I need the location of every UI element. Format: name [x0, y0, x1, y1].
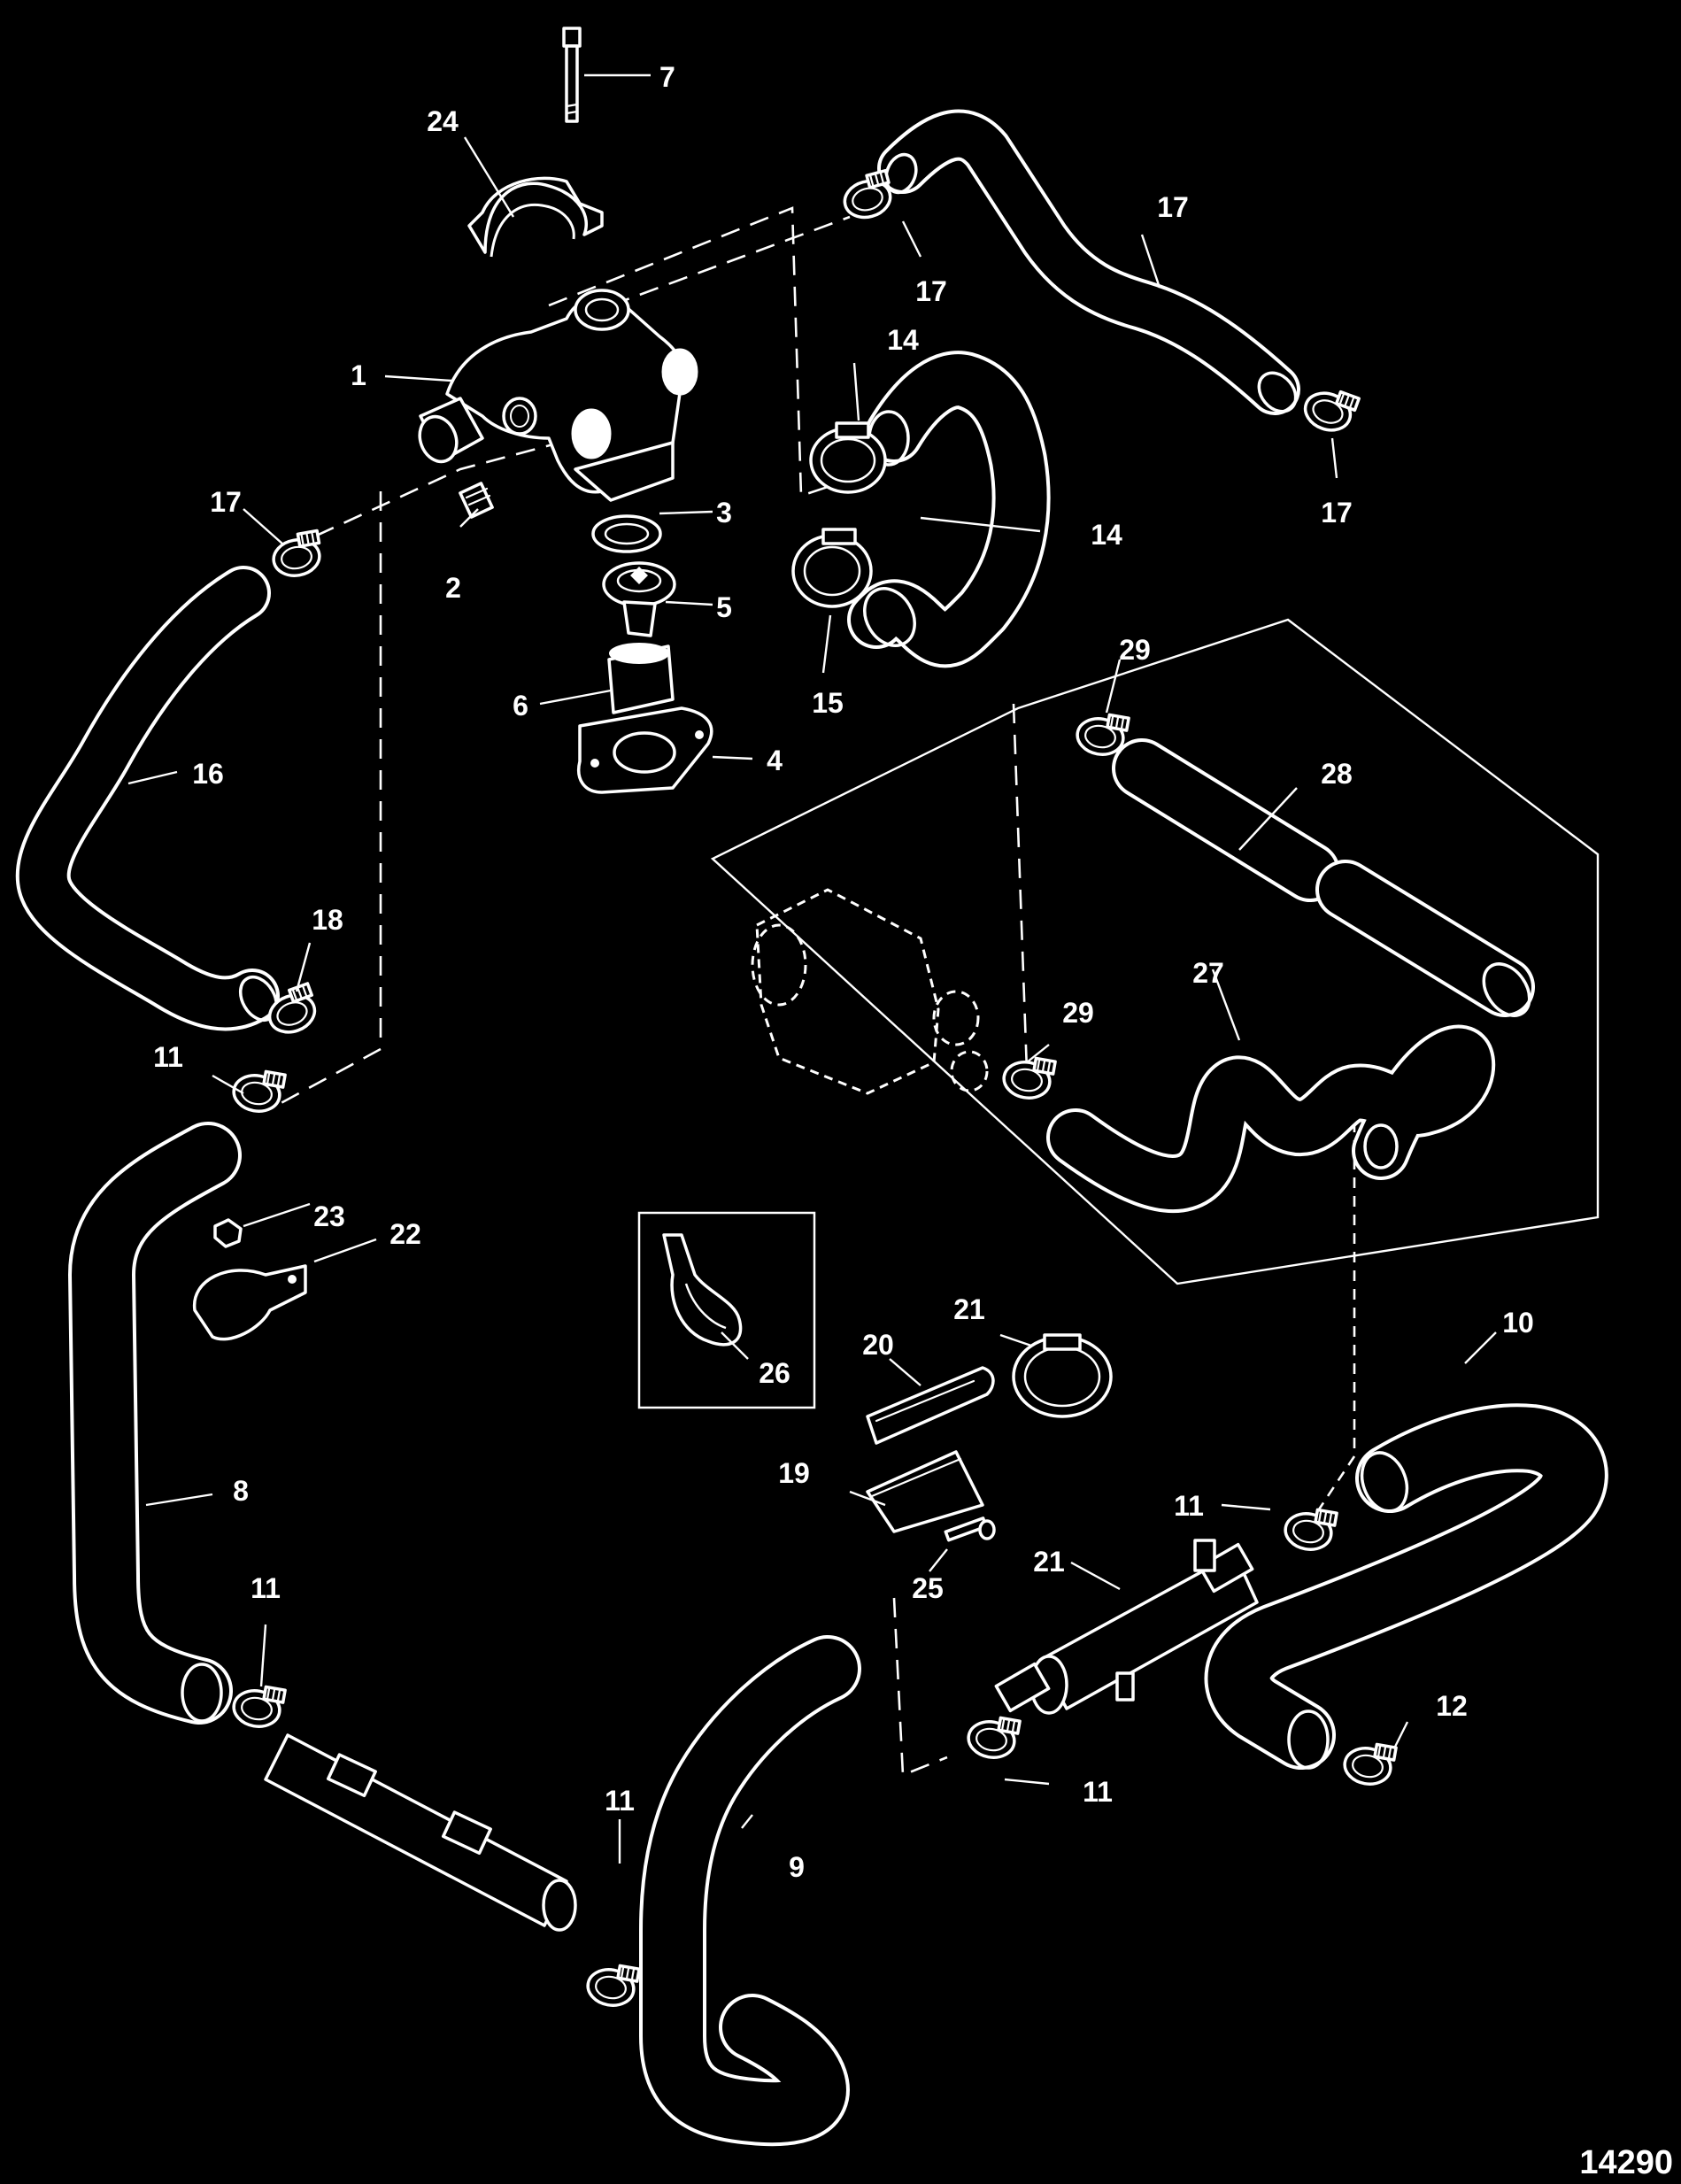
callout-1: 1	[351, 359, 366, 391]
sleeve-6	[607, 643, 675, 714]
callout-26: 25	[912, 1572, 944, 1604]
callout-11b: 11	[1174, 1490, 1204, 1522]
hose-10	[1204, 1403, 1608, 1770]
clamp-17a	[837, 168, 898, 224]
callout-18: 22	[389, 1218, 421, 1250]
assembly-dashed-lines	[274, 206, 1356, 1777]
callout-4: 4	[767, 745, 783, 776]
clamp-14b	[791, 528, 873, 608]
nut-19	[213, 1218, 243, 1248]
clamp-11e	[964, 1711, 1022, 1763]
callout-19: 23	[313, 1200, 345, 1232]
optional-cooler	[751, 888, 989, 1095]
exchanger-21	[994, 1539, 1259, 1715]
bolt-7	[562, 27, 582, 123]
pipe-lower-left	[264, 1733, 577, 1932]
hose-9	[639, 1635, 861, 2147]
callout-7: 7	[659, 61, 675, 93]
callout-24: 20	[862, 1329, 894, 1361]
callout-25: 21	[953, 1293, 985, 1325]
strap-20	[467, 176, 604, 258]
clamp-11b	[1281, 1503, 1338, 1555]
hose-13	[847, 351, 1051, 668]
callout-17a: 17	[915, 275, 947, 307]
gasket-4	[577, 706, 713, 794]
callout-17b: 17	[1321, 497, 1353, 529]
callout-17c: 17	[210, 486, 242, 518]
callout-21: 21	[1033, 1546, 1065, 1578]
callout-28: 28	[1321, 758, 1353, 790]
callout-2: 2	[445, 572, 461, 604]
callout-11c: 11	[251, 1572, 281, 1604]
clamp-17b	[1298, 380, 1361, 439]
callout-9: 9	[789, 1851, 805, 1883]
callout-16: 17	[1157, 191, 1189, 223]
callout-15: 16	[192, 758, 224, 790]
callout-22: 26	[759, 1357, 790, 1389]
callout-29a: 29	[1119, 634, 1151, 666]
hose-27	[1046, 1024, 1496, 1213]
bracket-24	[866, 1366, 995, 1445]
hoses	[15, 109, 1608, 2147]
callout-5: 5	[716, 591, 732, 623]
callout-14a: 14	[887, 324, 919, 356]
hose-8	[68, 1122, 242, 1725]
clamps	[229, 168, 1398, 2011]
screw-26	[944, 1516, 996, 1542]
clamp-17c	[268, 529, 326, 581]
seal-3	[591, 514, 662, 553]
clamp-12	[1340, 1738, 1398, 1790]
housing-1	[418, 289, 698, 502]
bracket-18	[193, 1264, 307, 1341]
clamp-11d	[583, 1959, 641, 2011]
callout-17d: 18	[312, 904, 343, 936]
clamp-14a	[809, 421, 887, 494]
callout-labels: 7 24 1 2 3 5 6 4 14 15 14 17 17 17 17 16…	[153, 61, 1673, 2181]
callout-20: 24	[427, 105, 459, 137]
hose-16	[877, 109, 1300, 415]
figure-number: 14290	[1579, 2144, 1673, 2181]
clamp-25	[1012, 1333, 1113, 1418]
leader-lines	[127, 73, 1497, 1864]
bracket-23	[866, 1450, 984, 1533]
callout-14b: 15	[812, 687, 844, 719]
callout-11d: 11	[605, 1785, 635, 1817]
callout-6: 6	[513, 690, 528, 722]
callout-11a: 11	[153, 1041, 183, 1073]
alternate-kit-outline	[710, 618, 1600, 1285]
hose-28	[1112, 738, 1535, 1017]
callout-10: 10	[1502, 1307, 1534, 1339]
callout-27: 27	[1192, 957, 1224, 989]
thermostat-housing	[418, 27, 713, 794]
callout-12: 12	[1436, 1690, 1468, 1722]
callout-29b: 29	[1062, 997, 1094, 1029]
callout-23: 19	[778, 1457, 810, 1489]
callout-8: 8	[233, 1475, 249, 1507]
callout-13: 14	[1091, 519, 1122, 551]
callout-3: 3	[716, 497, 732, 529]
hose-15	[15, 566, 280, 1031]
clamp-11c	[229, 1680, 287, 1733]
callout-11e: 11	[1083, 1776, 1113, 1808]
plug-2	[459, 482, 494, 519]
thermostat-5	[602, 561, 676, 637]
